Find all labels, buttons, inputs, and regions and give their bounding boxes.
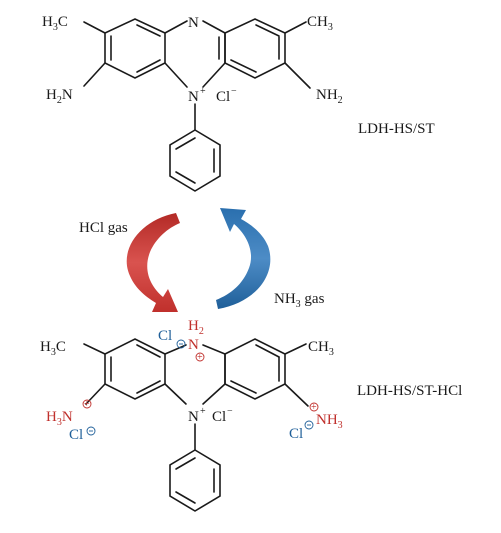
top-amine-left: H2N — [46, 87, 73, 106]
bottom-counterion: Cl — [212, 409, 226, 425]
top-molecule-label: LDH-HS/ST — [358, 121, 435, 137]
reverse-arrow — [216, 208, 271, 309]
top-n-plus: + — [200, 86, 206, 97]
bottom-amine-left-charge — [82, 399, 92, 409]
bottom-chloride-left: Cl — [69, 427, 83, 443]
bottom-chloride-right: Cl — [289, 426, 303, 442]
bottom-n-upper: N — [188, 337, 199, 353]
top-counterion: Cl — [216, 89, 230, 105]
top-n-lower: N — [188, 89, 199, 105]
top-methyl-left: H3C — [42, 14, 68, 33]
forward-label: HCl gas — [79, 220, 128, 236]
svg-text:+: + — [84, 399, 90, 410]
bottom-methyl-left: H3C — [40, 339, 66, 358]
bottom-n-upper-h: H2 — [188, 318, 204, 337]
top-counterion-charge: − — [231, 86, 237, 97]
bottom-methyl-right: CH3 — [308, 339, 334, 358]
reverse-label: NH3 gas — [274, 291, 325, 310]
top-methyl-right: CH3 — [307, 14, 333, 33]
top-phenazine — [83, 18, 311, 192]
svg-text:−: − — [227, 406, 233, 417]
forward-arrow — [126, 213, 180, 312]
bottom-n-plus: + — [200, 406, 206, 417]
top-n-upper: N — [188, 15, 199, 31]
svg-text:+: + — [311, 402, 317, 413]
bottom-chloride-upper: Cl — [158, 328, 172, 344]
svg-text:+: + — [197, 352, 203, 363]
bottom-phenazine — [83, 338, 309, 512]
bottom-molecule-label: LDH-HS/ST-HCl — [357, 383, 462, 399]
bottom-chloride-upper-charge — [176, 339, 186, 349]
bottom-amine-right: NH3 — [316, 412, 343, 431]
bottom-n-upper-charge — [195, 352, 205, 362]
bottom-amine-right-charge — [309, 402, 319, 412]
top-amine-right: NH2 — [316, 87, 343, 106]
bottom-amine-left: H3N — [46, 409, 73, 428]
bottom-n-lower: N — [188, 409, 199, 425]
